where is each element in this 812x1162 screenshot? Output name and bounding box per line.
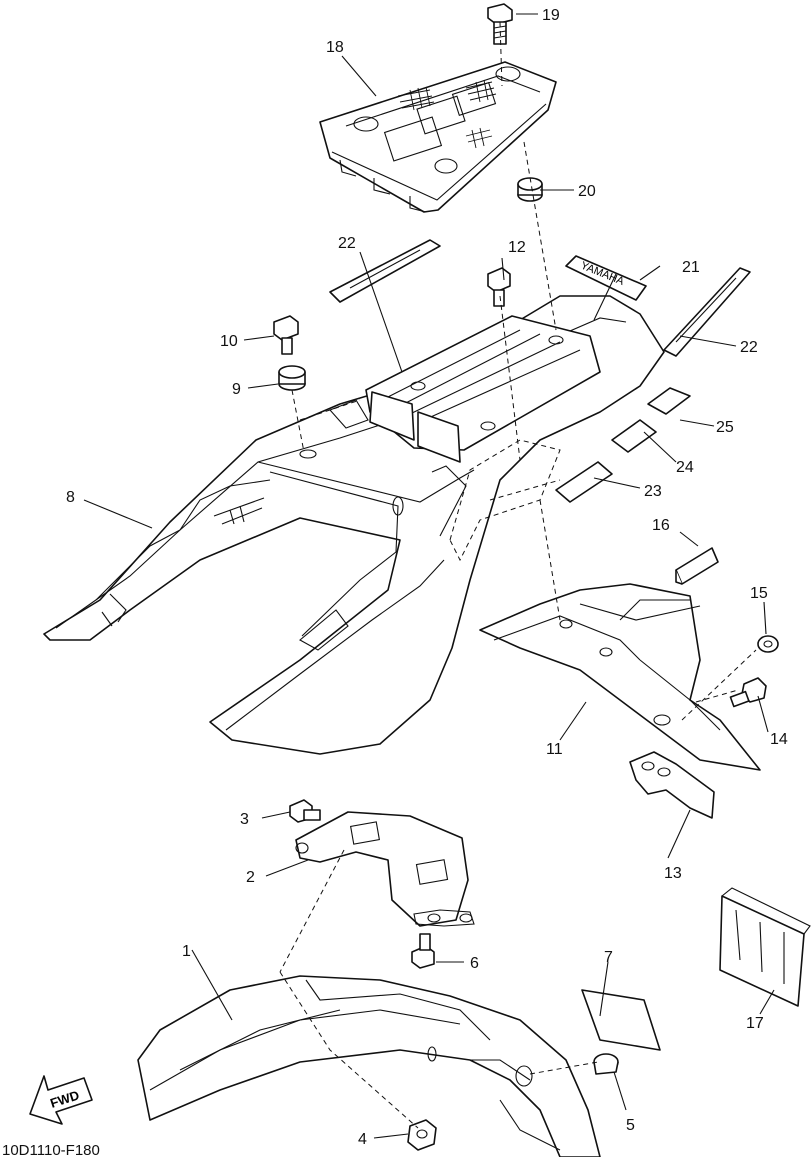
decal-22-right (663, 267, 751, 357)
callout-12: 12 (508, 239, 526, 256)
decal-22-left (329, 239, 441, 303)
callout-labels: 19 18 20 22 12 21 10 22 9 25 24 23 8 16 … (66, 7, 788, 1148)
bolt-14 (729, 677, 767, 708)
rear-flap-11 (479, 583, 761, 771)
callout-8: 8 (66, 489, 75, 506)
callout-24: 25 (716, 419, 734, 436)
callout-5: 5 (626, 1117, 635, 1134)
callout-6: 6 (470, 955, 479, 972)
callout-7: 7 (604, 949, 613, 966)
callout-18: 18 (326, 39, 344, 56)
callout-9: 9 (232, 381, 241, 398)
bracket-13 (629, 751, 715, 819)
callout-22-right: 22 (740, 339, 758, 356)
callout-21: 21 (682, 259, 700, 276)
callout-25: 23 (644, 483, 662, 500)
damper-20 (517, 177, 543, 202)
grommet-9 (278, 365, 306, 391)
callout-15: 15 (750, 585, 768, 602)
carrier-rack (319, 61, 557, 213)
nut-15 (757, 635, 779, 653)
fwd-arrow: FWD (29, 1075, 93, 1125)
drawing-code: 10D1110-F180 (2, 1142, 100, 1157)
callout-3: 3 (240, 811, 249, 828)
callout-23: 24 (676, 459, 694, 476)
bolt-3 (289, 799, 321, 823)
cap-5 (593, 1053, 619, 1075)
callout-20: 20 (578, 183, 596, 200)
callout-2: 2 (246, 869, 255, 886)
nut-4 (407, 1119, 437, 1151)
callout-10: 10 (220, 333, 238, 350)
callout-16: 16 (652, 517, 670, 534)
decal-25 (555, 461, 613, 503)
decal-23 (611, 419, 657, 453)
bolt-6 (411, 933, 435, 969)
label-7 (581, 989, 661, 1051)
reflector-16 (675, 547, 719, 585)
decal-21-yamaha: YAMAHA (565, 255, 647, 301)
callout-4: 4 (358, 1131, 367, 1148)
callout-14: 14 (770, 731, 788, 748)
callout-11: 11 (546, 741, 563, 758)
callout-13: 13 (664, 865, 682, 882)
callout-19: 19 (542, 7, 560, 24)
bolt-10 (273, 315, 299, 355)
bolt-12 (487, 267, 511, 307)
reflector-17 (719, 887, 811, 1007)
bracket-2 (295, 811, 475, 927)
callout-17: 17 (746, 1015, 764, 1032)
decal-24 (647, 387, 691, 415)
seat-tray (365, 315, 601, 463)
callout-1: 1 (182, 943, 191, 960)
callout-22-left: 22 (338, 235, 356, 252)
leader-lines (83, 13, 775, 1139)
front-fender-1 (137, 975, 601, 1158)
